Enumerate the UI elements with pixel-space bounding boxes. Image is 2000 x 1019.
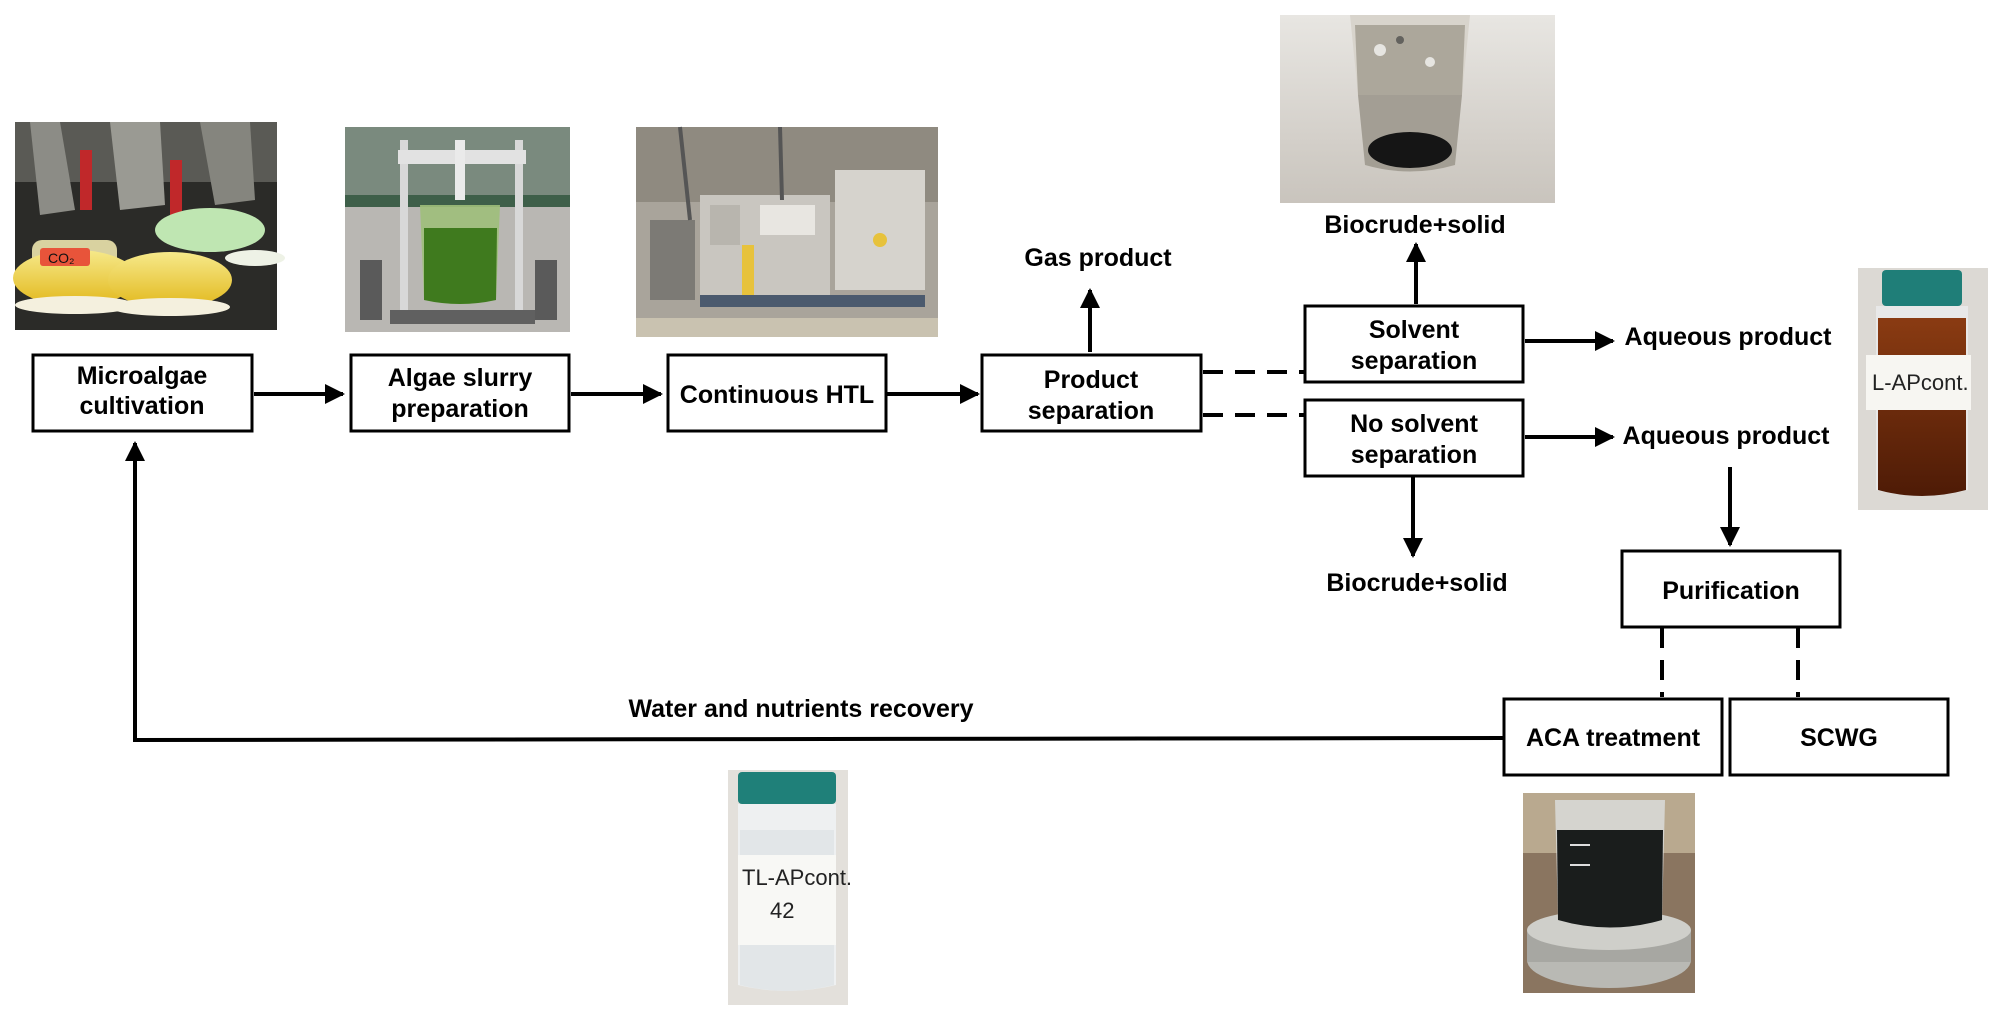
photo-algae-slurry xyxy=(345,127,570,332)
box-solvent-sep-line1: Solvent xyxy=(1369,316,1460,344)
photo-aca-beaker xyxy=(1523,793,1695,993)
box-purification-label: Purification xyxy=(1662,577,1800,605)
treated-vial-label-1: TL-APcont. xyxy=(742,865,852,890)
box-htl-label: Continuous HTL xyxy=(680,381,874,409)
arrow-recovery-loop xyxy=(125,441,1505,743)
box-scwg: SCWG xyxy=(1728,697,1950,777)
treated-vial-label-2: 42 xyxy=(770,898,794,923)
box-product-separation: Product separation xyxy=(980,353,1203,433)
box-slurry-line1: Algae slurry xyxy=(388,364,533,392)
box-slurry-line2: preparation xyxy=(391,395,529,423)
box-solvent-separation: Solvent separation xyxy=(1303,304,1525,384)
svg-text:CO₂: CO₂ xyxy=(48,250,74,266)
box-no-solvent-sep-line1: No solvent xyxy=(1350,410,1478,438)
label-biocrude-bottom: Biocrude+solid xyxy=(1326,569,1507,597)
box-algae-slurry: Algae slurry preparation xyxy=(349,353,571,433)
box-aca-label: ACA treatment xyxy=(1526,724,1701,752)
label-biocrude-top: Biocrude+solid xyxy=(1324,211,1505,239)
photo-biocrude-beaker xyxy=(1280,15,1555,203)
photo-treated-vial: TL-APcont. 42 xyxy=(728,770,852,1005)
box-product-sep-line1: Product xyxy=(1044,366,1139,394)
photo-cultivation: CO₂ xyxy=(13,122,285,330)
photo-htl-plant xyxy=(636,126,938,337)
box-cultivation-line1: Microalgae xyxy=(77,362,208,390)
box-cultivation-line2: cultivation xyxy=(79,392,204,420)
box-no-solvent-sep-line2: separation xyxy=(1351,441,1477,469)
connectors xyxy=(125,242,1800,743)
label-gas-product: Gas product xyxy=(1024,244,1172,272)
label-aqueous-top: Aqueous product xyxy=(1625,323,1833,351)
box-scwg-label: SCWG xyxy=(1800,724,1878,752)
box-purification: Purification xyxy=(1620,549,1842,629)
label-water-nutrients-recovery: Water and nutrients recovery xyxy=(628,695,973,723)
aqueous-vial-label: L-APcont. xyxy=(1872,370,1969,395)
photo-aqueous-vial: L-APcont. xyxy=(1858,268,1988,510)
label-aqueous-bottom: Aqueous product xyxy=(1623,422,1831,450)
box-aca-treatment: ACA treatment xyxy=(1502,697,1724,777)
box-cultivation: Microalgae cultivation xyxy=(31,353,254,433)
box-solvent-sep-line2: separation xyxy=(1351,347,1477,375)
box-no-solvent-separation: No solvent separation xyxy=(1303,398,1525,478)
box-continuous-htl: Continuous HTL xyxy=(666,353,888,433)
box-product-sep-line2: separation xyxy=(1028,397,1154,425)
